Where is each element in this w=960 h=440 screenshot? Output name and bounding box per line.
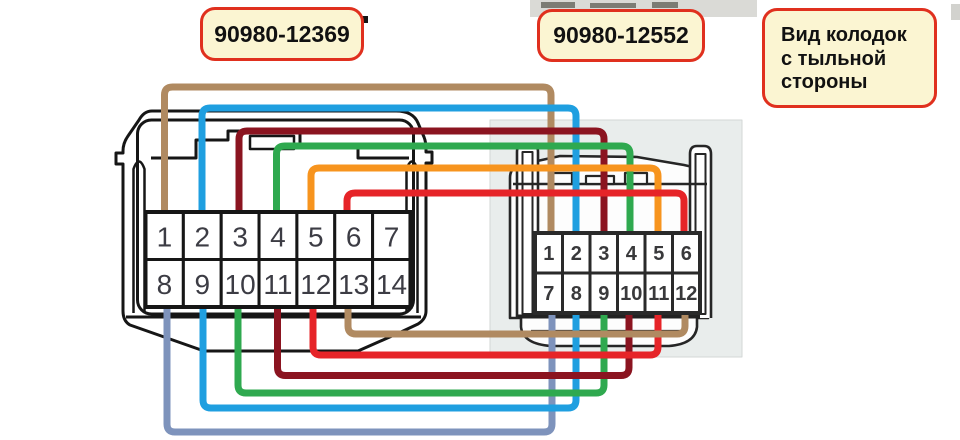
right_connector-pin-number: 4 [626, 243, 638, 265]
left_connector-pin-number: 9 [194, 269, 210, 300]
left_connector-pin-number: 12 [300, 269, 331, 300]
right-connector-lock-bump-1 [550, 171, 574, 186]
left_connector-pin-number: 11 [263, 269, 292, 300]
wires-group [161, 83, 689, 436]
right_connector-pin-number: 1 [543, 243, 554, 265]
wire-light-blue-bottom-L9-R8 [199, 304, 580, 412]
scan-artifact-chip [951, 4, 960, 20]
right_connector-pin-number: 3 [598, 243, 609, 265]
left_connector-pin-number: 8 [157, 269, 173, 300]
left_connector-pin-cell-6 [333, 210, 375, 261]
left_connector-pin-number: 7 [384, 221, 400, 252]
left-part-number-text: 90980-12369 [214, 20, 350, 47]
left_connector-pin-number: 1 [157, 221, 173, 252]
wire-brown-top-L1-R1 [161, 83, 555, 235]
left_connector-pin-number: 2 [194, 221, 210, 252]
wire-dark-red-top-L3-R3 [235, 127, 608, 235]
right_connector-pin-cell-11 [643, 271, 674, 315]
right_connector-pin-grid-border [533, 231, 702, 315]
scan-artifact-dot [361, 16, 368, 23]
left_connector-pin-number: 10 [225, 269, 256, 300]
wire-dark-red-bottom-L11-R10 [274, 304, 633, 379]
left_connector-pin-number: 13 [338, 269, 369, 300]
scan-artifact-mark [590, 3, 636, 8]
right_connector-pin-number: 12 [675, 283, 697, 305]
wire-steel-blue-bottom-L8-R7 [163, 304, 556, 436]
right_connector-pin-number: 5 [653, 243, 664, 265]
left_connector-pin-cell-7 [371, 210, 412, 261]
left_connector-pin-number: 14 [376, 269, 407, 300]
left_connector-pin-number: 3 [232, 221, 248, 252]
rear-view-note-label: Вид колодок с тыльной стороны [762, 8, 937, 108]
right-part-number-label: 90980-12552 [537, 9, 705, 62]
right_connector-pin-number: 6 [681, 243, 692, 265]
right_connector-pin-number: 8 [571, 283, 582, 305]
left-connector-side-rib-left [132, 160, 146, 313]
right_connector-pin-number: 7 [543, 283, 554, 305]
right_connector-pin-number: 11 [648, 283, 669, 305]
right-connector-prong-left-inner [521, 151, 534, 315]
left-part-number-label: 90980-12369 [200, 7, 364, 61]
wire-red-top-L6-R6 [343, 189, 688, 235]
right_connector-pin-number: 2 [571, 243, 582, 265]
scan-artifact-mark [541, 2, 575, 8]
wire-brown-bottom-L13-R12 [344, 304, 689, 338]
left_connector-pin-number: 4 [270, 221, 286, 252]
left_connector-pin-grid-border [143, 210, 413, 309]
scan-artifact-mark [652, 2, 678, 8]
right-connector-shadow-bar [518, 314, 700, 319]
left_connector-pin-cell-3 [219, 210, 261, 261]
left_connector-pin-number: 6 [346, 221, 362, 252]
left_connector-pin-number: 5 [308, 221, 324, 252]
right_connector-pin-number: 10 [620, 283, 642, 305]
right-connector-lock-bump-2 [584, 174, 616, 186]
wire-red-bottom-L12-R11 [309, 304, 662, 359]
right-connector-lock-bump-3 [623, 171, 649, 186]
right_connector-pin-number: 9 [598, 283, 609, 305]
right-part-number-text: 90980-12552 [553, 22, 689, 48]
wire-orange-top-L5-R5 [307, 164, 662, 235]
wire-green-bottom-L10-R9 [234, 304, 608, 397]
wire-green-top-L4-R4 [273, 142, 634, 235]
wire-light-blue-top-L2-R2 [198, 104, 580, 235]
